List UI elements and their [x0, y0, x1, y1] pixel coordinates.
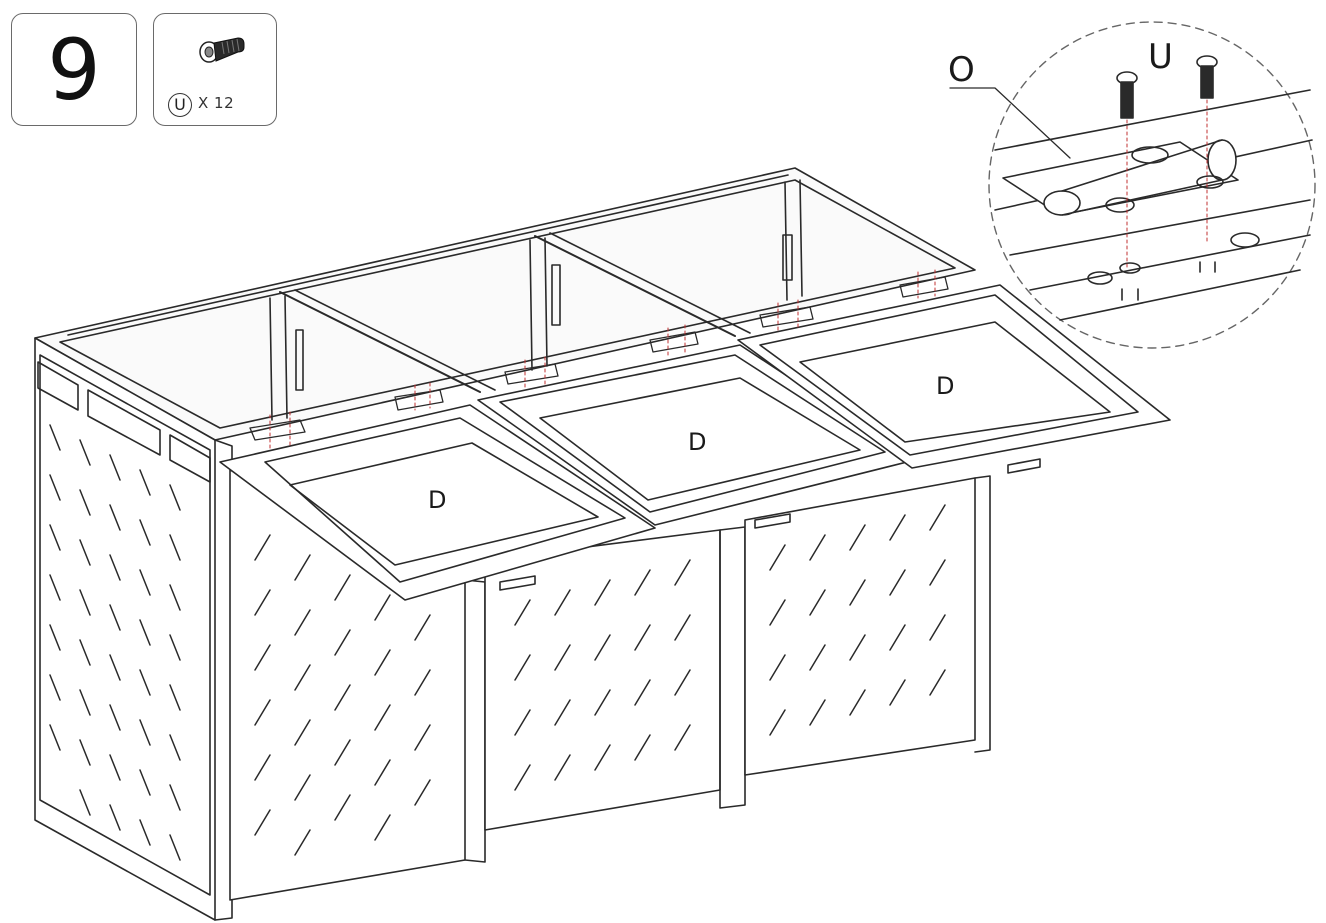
hinges	[249, 276, 949, 441]
lid-label-middle: D	[688, 428, 707, 456]
hinge-screws	[269, 269, 936, 449]
callout-screws	[1116, 55, 1218, 119]
screw-icon	[199, 37, 245, 63]
front-slots	[254, 504, 946, 856]
front-panel-right	[744, 475, 991, 776]
part-quantity: X 12	[198, 94, 235, 112]
detail-callout	[988, 21, 1316, 349]
step-number: 9	[47, 20, 101, 119]
lid-label-left: D	[428, 486, 447, 514]
left-side-panel	[34, 337, 233, 921]
lid-left	[219, 404, 656, 601]
screw-label: U	[1148, 37, 1173, 77]
lid-handles	[499, 458, 1041, 591]
hinge-leader-line	[949, 87, 1071, 159]
front-panel-middle	[484, 526, 746, 831]
callout-screw-paths	[1126, 99, 1208, 269]
lid-right	[737, 284, 1171, 469]
back-posts	[269, 179, 803, 421]
lid-label-right: D	[936, 372, 955, 400]
side-slots	[49, 424, 181, 861]
hinge-label: O	[948, 50, 975, 90]
step-number-box: 9	[11, 13, 137, 126]
parts-box: U X 12	[153, 13, 277, 126]
part-letter: U	[168, 93, 192, 117]
